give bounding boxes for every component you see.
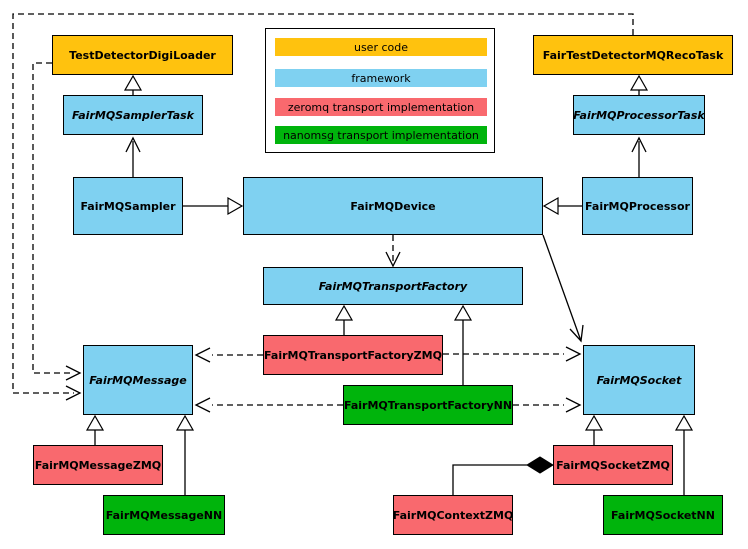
- edge-inherit-factorynn-factory: [453, 304, 473, 385]
- node-fairmqtransportfactory: FairMQTransportFactory: [263, 267, 523, 305]
- edge-arrow-sampler-samplertask: [125, 136, 141, 177]
- legend-item-framework: framework: [275, 69, 487, 87]
- legend-item-user-code: user code: [275, 38, 487, 56]
- edge-dep-factorynn-message: [194, 397, 343, 413]
- edge-inherit-processortask-recotask: [629, 74, 649, 95]
- node-fairmqsocketzmq: FairMQSocketZMQ: [553, 445, 673, 485]
- edge-comp-socketzmq-contextzmq: [452, 456, 554, 495]
- legend-label-user-code: user code: [353, 40, 409, 54]
- node-fairtestdetectormqrecotask: FairTestDetectorMQRecoTask: [533, 35, 733, 75]
- legend-label-zeromq: zeromq transport implementation: [287, 100, 475, 114]
- node-fairmqtransportfactoryzmq: FairMQTransportFactoryZMQ: [263, 335, 443, 375]
- legend-item-nanomsg: nanomsg transport implementation: [275, 126, 487, 144]
- node-fairmqmessagezmq: FairMQMessageZMQ: [33, 445, 163, 485]
- node-fairmqmessagenn: FairMQMessageNN: [103, 495, 225, 535]
- node-fairmqprocessortask: FairMQProcessorTask: [573, 95, 705, 135]
- edge-dep-recotask-message: [12, 13, 634, 401]
- edge-dep-factorynn-socket: [513, 397, 582, 413]
- node-fairmqtransportfactorynn: FairMQTransportFactoryNN: [343, 385, 513, 425]
- node-fairmqprocessor: FairMQProcessor: [582, 177, 693, 235]
- node-fairmqsampler: FairMQSampler: [73, 177, 183, 235]
- edge-inherit-messagezmq-message: [85, 414, 105, 445]
- edge-inherit-messagenn-message: [175, 414, 195, 495]
- legend-item-zeromq: zeromq transport implementation: [275, 98, 487, 116]
- node-fairmqdevice: FairMQDevice: [243, 177, 543, 235]
- node-fairmqmessage: FairMQMessage: [83, 345, 193, 415]
- legend-label-framework: framework: [351, 71, 411, 85]
- edge-inherit-factoryzmq-factory: [334, 304, 354, 335]
- legend: user code framework zeromq transport imp…: [265, 28, 495, 153]
- edge-arrow-processor-processortask: [631, 136, 647, 177]
- edge-inherit-processor-device: [542, 196, 582, 216]
- node-fairmqcontextzmq: FairMQContextZMQ: [393, 495, 513, 535]
- node-fairmqsocketnn: FairMQSocketNN: [603, 495, 723, 535]
- edge-inherit-samplertask-digiloader: [123, 74, 143, 95]
- node-fairmqsocket: FairMQSocket: [583, 345, 695, 415]
- edge-inherit-sampler-device: [183, 196, 244, 216]
- edge-arrow-device-socket: [542, 234, 584, 343]
- edge-dep-device-factory: [385, 235, 401, 268]
- node-fairmqsamplertask: FairMQSamplerTask: [63, 95, 203, 135]
- edge-dep-factoryzmq-socket: [443, 346, 582, 362]
- edge-inherit-socketnn-socket: [674, 414, 694, 495]
- node-testdetectordigiloader: TestDetectorDigiLoader: [52, 35, 233, 75]
- legend-label-nanomsg: nanomsg transport implementation: [283, 128, 479, 142]
- edge-dep-factoryzmq-message: [194, 347, 263, 363]
- edge-dep-digiloader-message: [32, 62, 82, 381]
- edge-inherit-socketzmq-socket: [584, 414, 604, 445]
